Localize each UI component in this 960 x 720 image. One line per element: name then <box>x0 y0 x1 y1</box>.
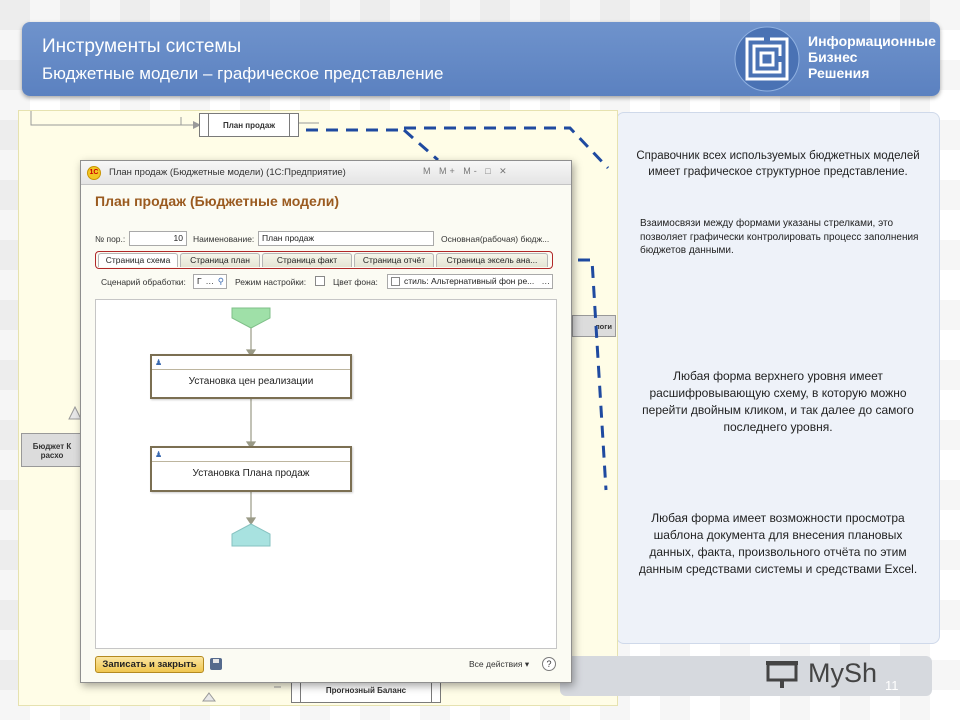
description-models: Справочник всех используемых бюджетных м… <box>636 150 920 178</box>
tab-fact[interactable]: Страница факт <box>262 253 352 267</box>
help-icon[interactable]: ? <box>542 657 556 671</box>
tab-strip: Страница схема Страница план Страница фа… <box>95 251 553 269</box>
background-style-field[interactable]: стиль: Альтернативный фон ре... … <box>387 274 553 289</box>
scheme-canvas[interactable]: ♟ Установка цен реализации ♟ Установка П… <box>95 299 557 649</box>
slide-subtitle: Бюджетные модели – графическое представл… <box>42 64 444 83</box>
description-drilldown: Любая форма верхнего уровня имеет расшиф… <box>642 369 914 434</box>
tab-scheme[interactable]: Страница схема <box>98 253 178 267</box>
slide-title: Инструменты системы <box>42 36 242 57</box>
ellipsis-icon[interactable]: … <box>539 275 550 288</box>
scenario-field[interactable]: Г…⚲ <box>193 274 227 289</box>
diagram-box-budget[interactable]: Бюджет К расхо <box>21 433 83 467</box>
footer-brand: MySh <box>808 658 878 688</box>
tab-plan[interactable]: Страница план <box>180 253 260 267</box>
tab-excel[interactable]: Страница эксель ана... <box>436 253 548 267</box>
flow-connectors <box>231 307 271 547</box>
save-disk-icon[interactable] <box>210 658 222 670</box>
name-field[interactable]: План продаж <box>258 231 434 246</box>
sales-plan-window: 1С План продаж (Бюджетные модели) (1С:Пр… <box>80 160 572 683</box>
window-controls[interactable]: M M+ M- □ ✕ <box>423 166 510 176</box>
maze-logo-icon <box>734 26 800 92</box>
number-field[interactable]: 10 <box>129 231 187 246</box>
header-banner: Инструменты системы Бюджетные модели – г… <box>22 22 940 96</box>
footer-bar <box>560 656 932 696</box>
description-links: Взаимосвязи между формами указаны стрелк… <box>640 218 919 256</box>
logo-text: Информационные Бизнес Решения <box>808 33 936 81</box>
setup-mode-checkbox[interactable] <box>315 276 325 286</box>
form-heading: План продаж (Бюджетные модели) <box>95 193 339 209</box>
start-shape <box>231 307 271 329</box>
search-icon[interactable]: ⚲ <box>217 276 224 286</box>
description-templates: Любая форма имеет возможности просмотра … <box>638 511 918 576</box>
page-number: 11 <box>885 678 899 693</box>
save-and-close-button[interactable]: Записать и закрыть <box>95 656 204 673</box>
ellipsis-icon[interactable]: … <box>205 276 215 286</box>
color-swatch-icon <box>391 277 400 286</box>
scenario-label: Сценарий обработки: <box>101 277 186 287</box>
setup-mode-label: Режим настройки: <box>235 277 307 287</box>
background-color-label: Цвет фона: <box>333 277 378 287</box>
number-label: № пор.: <box>95 234 126 244</box>
user-icon: ♟ <box>155 358 163 367</box>
window-title: План продаж (Бюджетные модели) (1С:Предп… <box>109 167 346 178</box>
1c-logo-icon: 1С <box>87 166 101 180</box>
presentation-icon <box>766 661 798 688</box>
process-set-sales-plan[interactable]: ♟ Установка Плана продаж <box>150 446 352 492</box>
all-actions-menu[interactable]: Все действия ▾ <box>469 659 530 669</box>
basic-budget-label: Основная(рабочая) бюдж... <box>441 234 550 244</box>
diagram-box-sales-plan[interactable]: План продаж <box>199 113 299 137</box>
window-titlebar[interactable]: 1С План продаж (Бюджетные модели) (1С:Пр… <box>81 161 571 185</box>
end-shape <box>231 523 271 547</box>
name-label: Наименование: <box>193 234 255 244</box>
tab-report[interactable]: Страница отчёт <box>354 253 434 267</box>
user-icon: ♟ <box>155 450 163 459</box>
process-set-prices[interactable]: ♟ Установка цен реализации <box>150 354 352 399</box>
company-logo: Информационные Бизнес Решения <box>734 26 940 92</box>
